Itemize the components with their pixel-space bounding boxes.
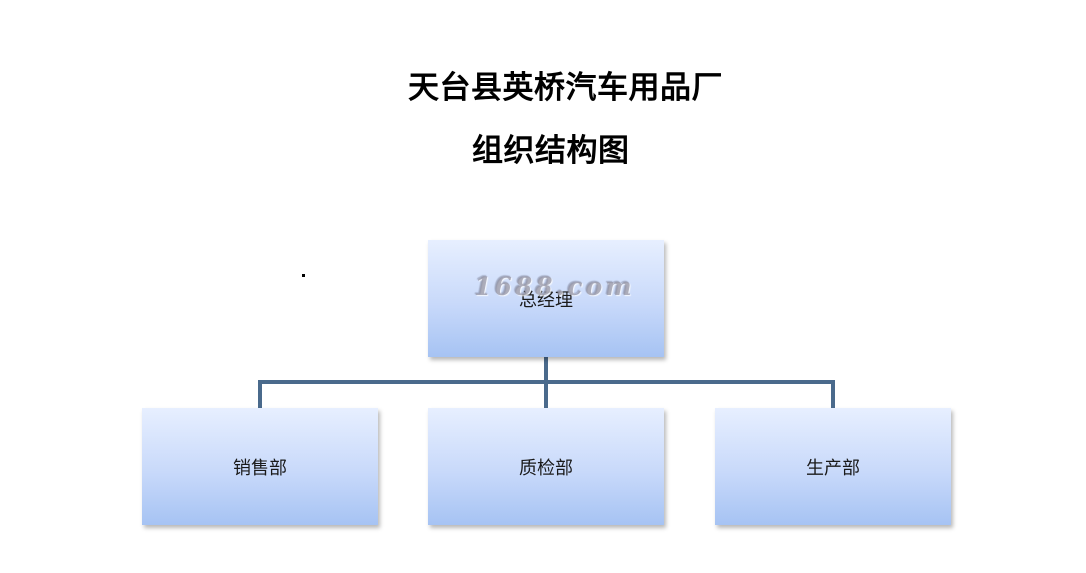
stray-dot [302,274,305,277]
node-label: 销售部 [233,457,287,479]
diagram-title: 天台县英桥汽车用品厂 [408,70,723,106]
node-label: 质检部 [519,457,573,479]
node-label: 总经理 [519,289,573,311]
diagram-subtitle: 组织结构图 [472,133,630,169]
node-quality-inspection-department: 质检部 [428,408,664,525]
node-sales-department: 销售部 [142,408,378,525]
node-label: 生产部 [806,457,860,479]
node-production-department: 生产部 [715,408,951,525]
node-general-manager: 总经理 [428,240,664,357]
